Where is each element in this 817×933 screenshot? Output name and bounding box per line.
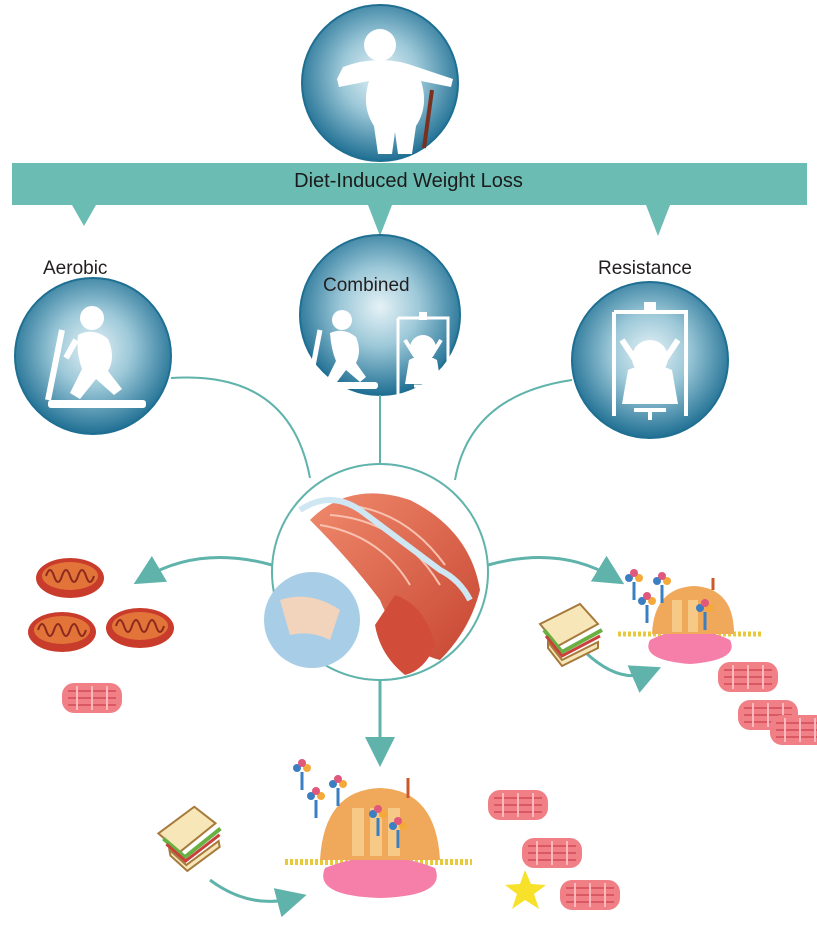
aerobic-label: Aerobic bbox=[43, 258, 107, 280]
obese-person-with-cane-icon bbox=[302, 5, 458, 161]
mitochondria-group bbox=[28, 558, 174, 713]
weight-machine-icon bbox=[572, 282, 728, 438]
combined-label: Combined bbox=[323, 275, 410, 297]
resistance-label: Resistance bbox=[598, 258, 692, 280]
protein-synthesis-bottom bbox=[155, 759, 620, 910]
banner-title: Diet-Induced Weight Loss bbox=[0, 170, 817, 193]
protein-synthesis-right bbox=[540, 569, 817, 745]
thigh-muscle-icon bbox=[264, 464, 488, 680]
treadmill-and-weight-machine-icon bbox=[300, 235, 460, 396]
treadmill-runner-icon bbox=[15, 278, 171, 434]
